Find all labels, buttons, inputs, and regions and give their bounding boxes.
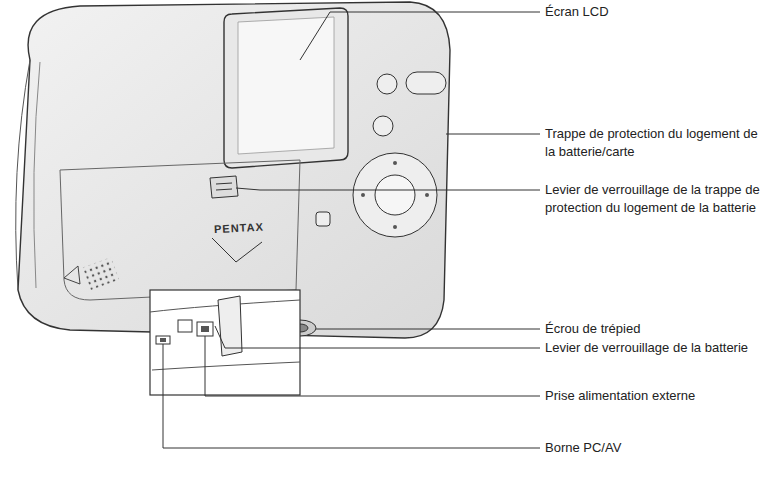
part-label: Levier de verrouillage de la trappe de p… xyxy=(545,181,763,217)
leader-line xyxy=(236,188,540,190)
speaker xyxy=(83,257,119,290)
leader-line xyxy=(316,329,540,330)
lcd-screen xyxy=(224,8,348,168)
opened-flap xyxy=(218,296,242,356)
button xyxy=(373,116,393,136)
leader-line xyxy=(215,326,540,348)
part-label: Écrou de trépied xyxy=(545,320,760,338)
door-lock-lever xyxy=(210,176,238,198)
four-way-dial xyxy=(353,153,437,237)
lever-battery xyxy=(178,320,192,332)
button xyxy=(316,212,330,226)
button xyxy=(406,72,446,94)
camera-body xyxy=(18,2,450,338)
part-label: Écran LCD xyxy=(545,3,760,21)
part-label: Levier de verrouillage de la batterie xyxy=(545,339,760,357)
part-label: Trappe de protection du logement de la b… xyxy=(545,125,763,161)
ok-button xyxy=(375,175,415,215)
part-label: Prise alimentation externe xyxy=(545,387,760,405)
button xyxy=(377,74,397,94)
pc-av-terminal xyxy=(156,336,170,344)
leader-line xyxy=(205,336,540,396)
part-label: Borne PC/AV xyxy=(545,439,760,457)
leader-line xyxy=(163,344,540,448)
leader-line xyxy=(300,12,540,60)
battery-door xyxy=(60,160,300,300)
dc-in-jack xyxy=(197,322,213,336)
leader-line xyxy=(446,134,540,135)
inset-box xyxy=(150,290,300,395)
